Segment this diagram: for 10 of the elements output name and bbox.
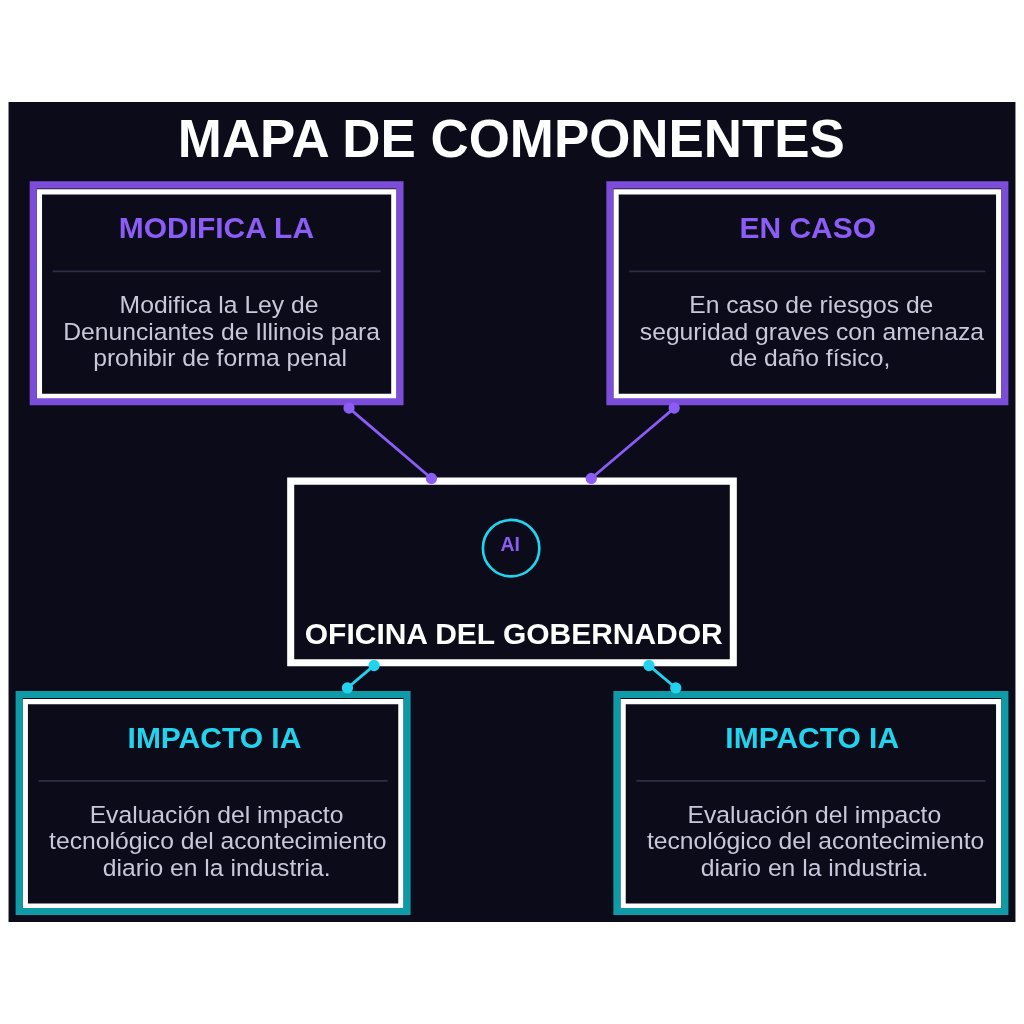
node-box: IMPACTO IA Evaluación del impacto tecnológico del acontecimiento diario en la industria.: [613, 691, 1009, 915]
node-box: EN CASO En caso de riesgos de seguridad graves con amenaza de daño físico,: [606, 181, 1009, 406]
connector: [585, 402, 680, 485]
diagram-title: MAPA DE COMPONENTES: [177, 108, 845, 168]
node-box: IMPACTO IA Evaluación del impacto tecnológico del acontecimiento diario en la industria.: [15, 691, 411, 915]
node-box: MODIFICA LA Modifica la Ley de Denunciantes de Illinois para prohibir de forma penal: [29, 181, 404, 406]
node-circle: AI: [481, 518, 541, 578]
connector: [643, 659, 682, 694]
connector: [341, 659, 380, 694]
connector: [343, 402, 438, 485]
